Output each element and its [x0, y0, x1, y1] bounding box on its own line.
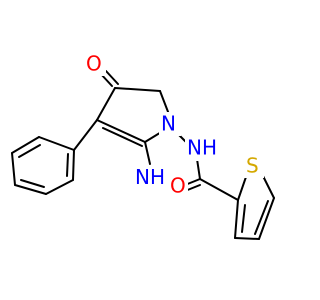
bond-ph6-ph1-inner: [66, 153, 69, 177]
bond-c3-c2-inner: [102, 127, 143, 147]
bond-thc5-thc4-outer: [258, 197, 275, 240]
bond-ph4-ph5-inner: [20, 179, 45, 188]
bond-c2-nh2: [144, 141, 151, 165]
bond-thc3-thc2-outer: [234, 199, 239, 239]
bond-ph2-ph3-outer: [11, 136, 40, 154]
bond-ph6-ph1-outer: [72, 149, 75, 181]
nh-amide-label: NH: [187, 136, 217, 160]
oxygen-amide-label: O: [170, 174, 186, 198]
bond-c4-c5: [114, 87, 161, 92]
bond-c3-ph1: [73, 119, 98, 151]
bond-ph1-ph2: [38, 136, 75, 151]
sulfur-label: S: [246, 154, 259, 178]
bond-thc4-thc3: [234, 237, 260, 240]
bond-thc2-s: [237, 173, 248, 201]
bond-ph4-ph5-outer: [14, 184, 47, 195]
bond-c4-o-inner: [105, 70, 119, 85]
amino-nh-text: NH: [135, 165, 165, 189]
chemical-structure-diagram: O N NH NH 2 O S: [11, 52, 275, 240]
bond-nh-camide: [196, 158, 201, 180]
bond-ph3-ph4: [11, 152, 16, 186]
bond-camide-thc2: [199, 178, 239, 201]
bond-thc5-thc4-inner: [254, 200, 269, 235]
oxygen-ketone-label: O: [86, 52, 102, 76]
bond-thc3-thc2-inner: [241, 204, 246, 233]
bond-c4-c3: [96, 87, 116, 121]
bond-ph2-ph3-inner: [18, 144, 41, 158]
bonds: [11, 70, 275, 240]
nitrogen-ring-label: N: [161, 112, 176, 136]
bond-ph5-ph6: [45, 179, 74, 195]
bond-c3-c2-outer: [96, 119, 146, 143]
atom-labels: O N NH NH 2 O S: [84, 52, 264, 199]
